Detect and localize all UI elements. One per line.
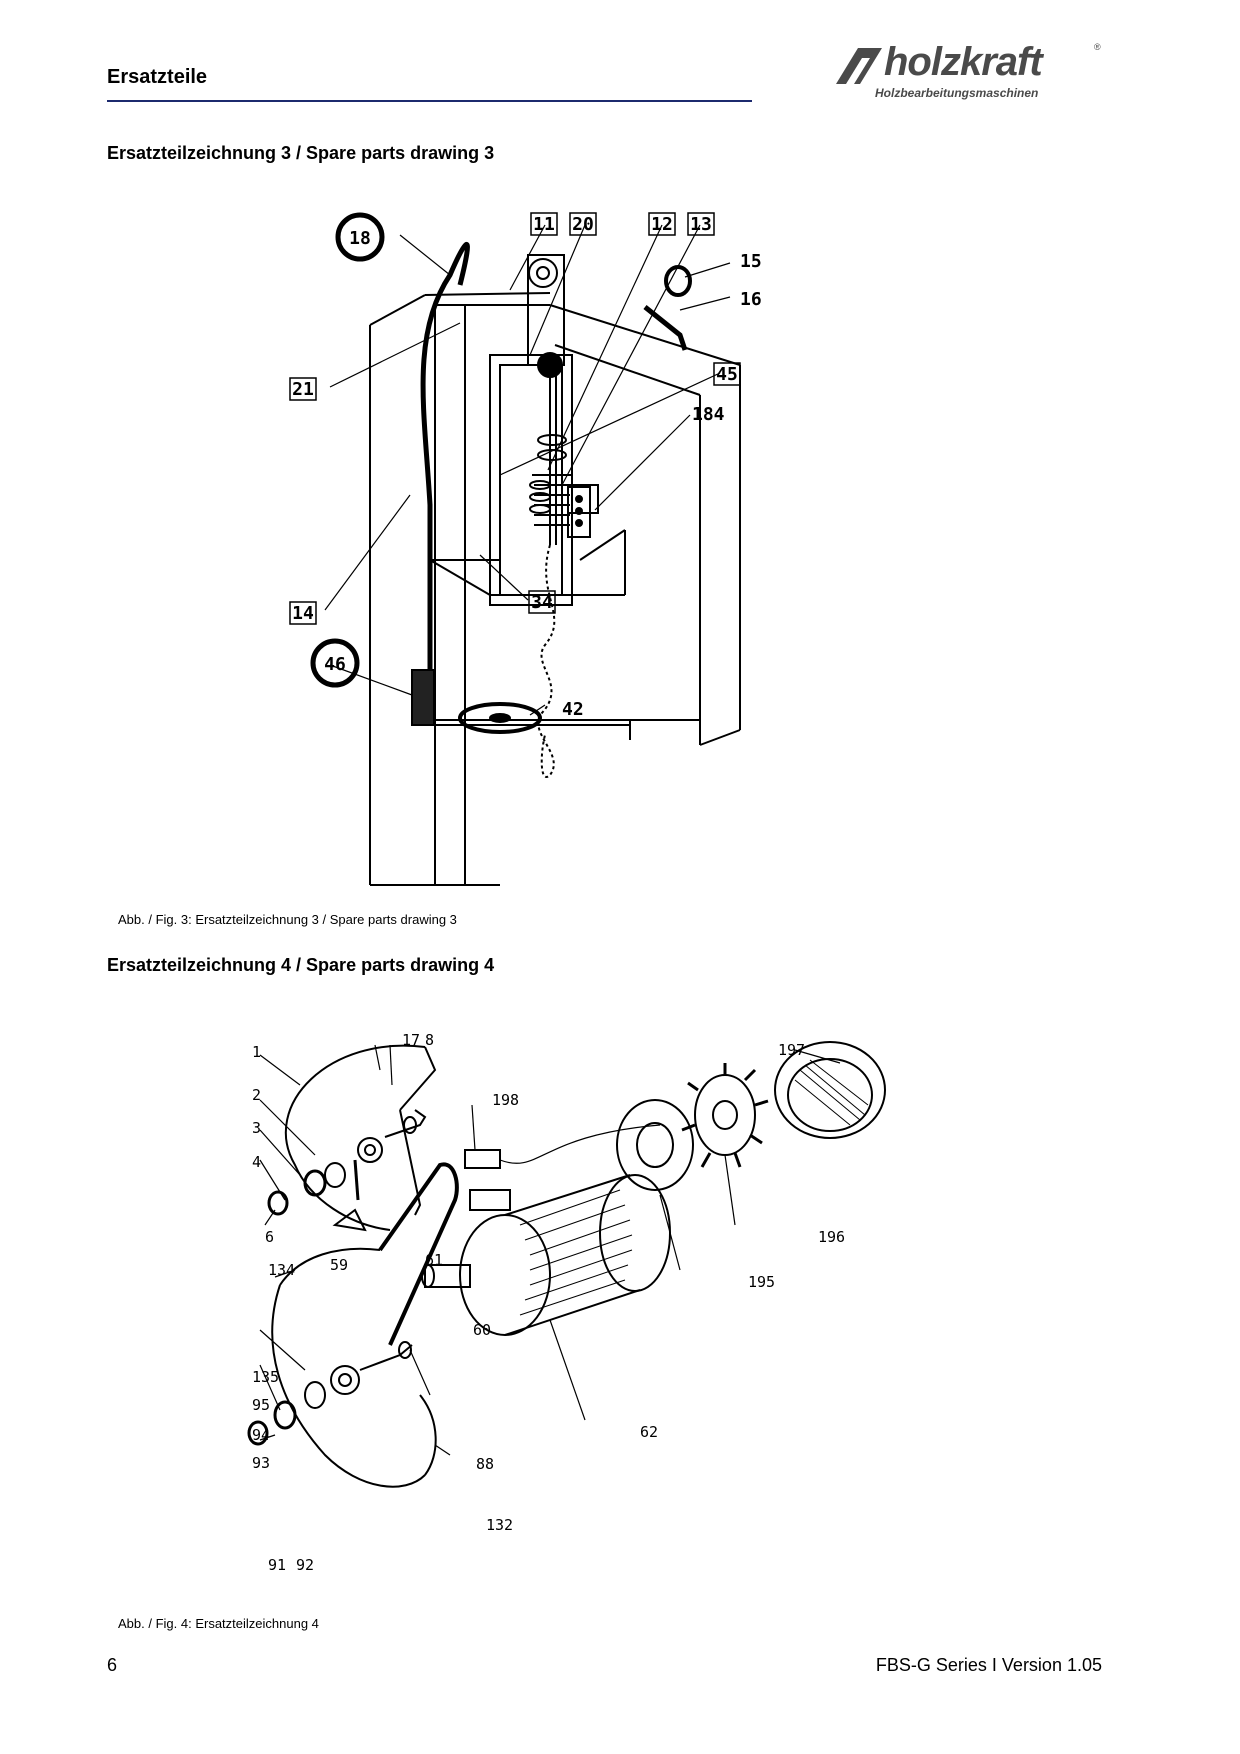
section-4-title: Ersatzteilzeichnung 4 / Spare parts draw…	[107, 955, 495, 975]
label-3: 3	[252, 1119, 261, 1137]
label-134: 134	[268, 1261, 295, 1279]
callout-circle-18	[335, 212, 385, 262]
lever	[643, 305, 688, 351]
logo-mark-icon	[836, 48, 882, 84]
label-60: 60	[473, 1321, 491, 1339]
label-195: 195	[748, 1273, 775, 1291]
label-94: 94	[252, 1426, 270, 1444]
label-6: 6	[265, 1228, 274, 1246]
label-13: 13	[690, 214, 712, 235]
spare-parts-drawing-3: 11 20 12 13 15 16 18 21 45 184 14 34 46 …	[289, 212, 762, 886]
leader-lines-4	[259, 1044, 841, 1456]
label-14: 14	[292, 603, 314, 624]
header-rule	[107, 100, 752, 102]
pendant-switch	[411, 669, 435, 726]
figure-3-caption: Abb. / Fig. 3: Ersatzteilzeichnung 3 / S…	[118, 912, 457, 927]
upper-wheel-cover	[267, 1044, 437, 1231]
screw-59	[353, 1159, 360, 1201]
label-15: 15	[740, 251, 762, 272]
label-61: 61	[425, 1251, 443, 1269]
label-21: 21	[292, 379, 314, 400]
label-95: 95	[252, 1396, 270, 1414]
label-91: 91	[268, 1556, 286, 1574]
fan-assembly	[616, 1041, 886, 1191]
spare-parts-drawing-4: 17 8 1 2 3 4 6 198 197 196 195 62 134 59…	[247, 1031, 886, 1574]
logo-wordmark: holzkraft	[884, 40, 1043, 84]
cabinet-frame	[369, 292, 741, 886]
label-88: 88	[476, 1455, 494, 1473]
label-42: 42	[562, 699, 584, 720]
label-1: 1	[252, 1043, 261, 1061]
label-132: 132	[486, 1516, 513, 1534]
label-62: 62	[640, 1423, 658, 1441]
label-135: 135	[252, 1368, 279, 1386]
tension-bracket	[332, 1208, 367, 1232]
footer-version: FBS-G Series I Version 1.05	[875, 1655, 1102, 1675]
label-196: 196	[818, 1228, 845, 1246]
label-184: 184	[692, 404, 725, 425]
label-59: 59	[330, 1256, 348, 1274]
label-20: 20	[572, 214, 594, 235]
switch-198	[464, 1149, 501, 1169]
label-18: 18	[349, 228, 371, 249]
label-45: 45	[716, 364, 738, 385]
label-197: 197	[778, 1041, 805, 1059]
label-11: 11	[533, 214, 555, 235]
logo-tagline: Holzbearbeitungsmaschinen	[875, 86, 1039, 100]
motor	[421, 1174, 671, 1336]
figure-4-caption: Abb. / Fig. 4: Ersatzteilzeichnung 4	[118, 1616, 319, 1631]
label-198: 198	[492, 1091, 519, 1109]
callout-boxes	[289, 212, 741, 625]
label-34: 34	[531, 592, 553, 613]
label-8: 8	[425, 1031, 434, 1049]
drive-belt	[378, 1162, 459, 1346]
label-17: 17	[402, 1031, 420, 1049]
control-panel	[529, 480, 599, 538]
drawing-4-labels: 17 8 1 2 3 4 6 198 197 196 195 62 134 59…	[252, 1031, 845, 1574]
logo-registered: ®	[1094, 42, 1101, 52]
handwheel	[458, 702, 542, 734]
page-header-title: Ersatzteile	[107, 66, 208, 88]
label-2: 2	[252, 1086, 261, 1104]
leader-lines	[324, 224, 731, 716]
cable	[420, 242, 470, 685]
drawing-3-labels: 11 20 12 13 15 16 18 21 45 184 14 34 46 …	[292, 214, 762, 720]
guide-column	[489, 254, 573, 778]
page-number: 6	[107, 1655, 118, 1675]
section-3-title: Ersatzteilzeichnung 3 / Spare parts draw…	[107, 143, 495, 163]
callout-circle-46	[310, 638, 360, 688]
label-93: 93	[252, 1454, 270, 1472]
label-92: 92	[296, 1556, 314, 1574]
label-46: 46	[324, 654, 346, 675]
label-4: 4	[252, 1153, 261, 1171]
label-12: 12	[651, 214, 673, 235]
label-16: 16	[740, 289, 762, 310]
lower-wheel-cover	[247, 1247, 437, 1488]
brand-logo: holzkraft ® Holzbearbeitungsmaschinen	[832, 40, 1110, 106]
